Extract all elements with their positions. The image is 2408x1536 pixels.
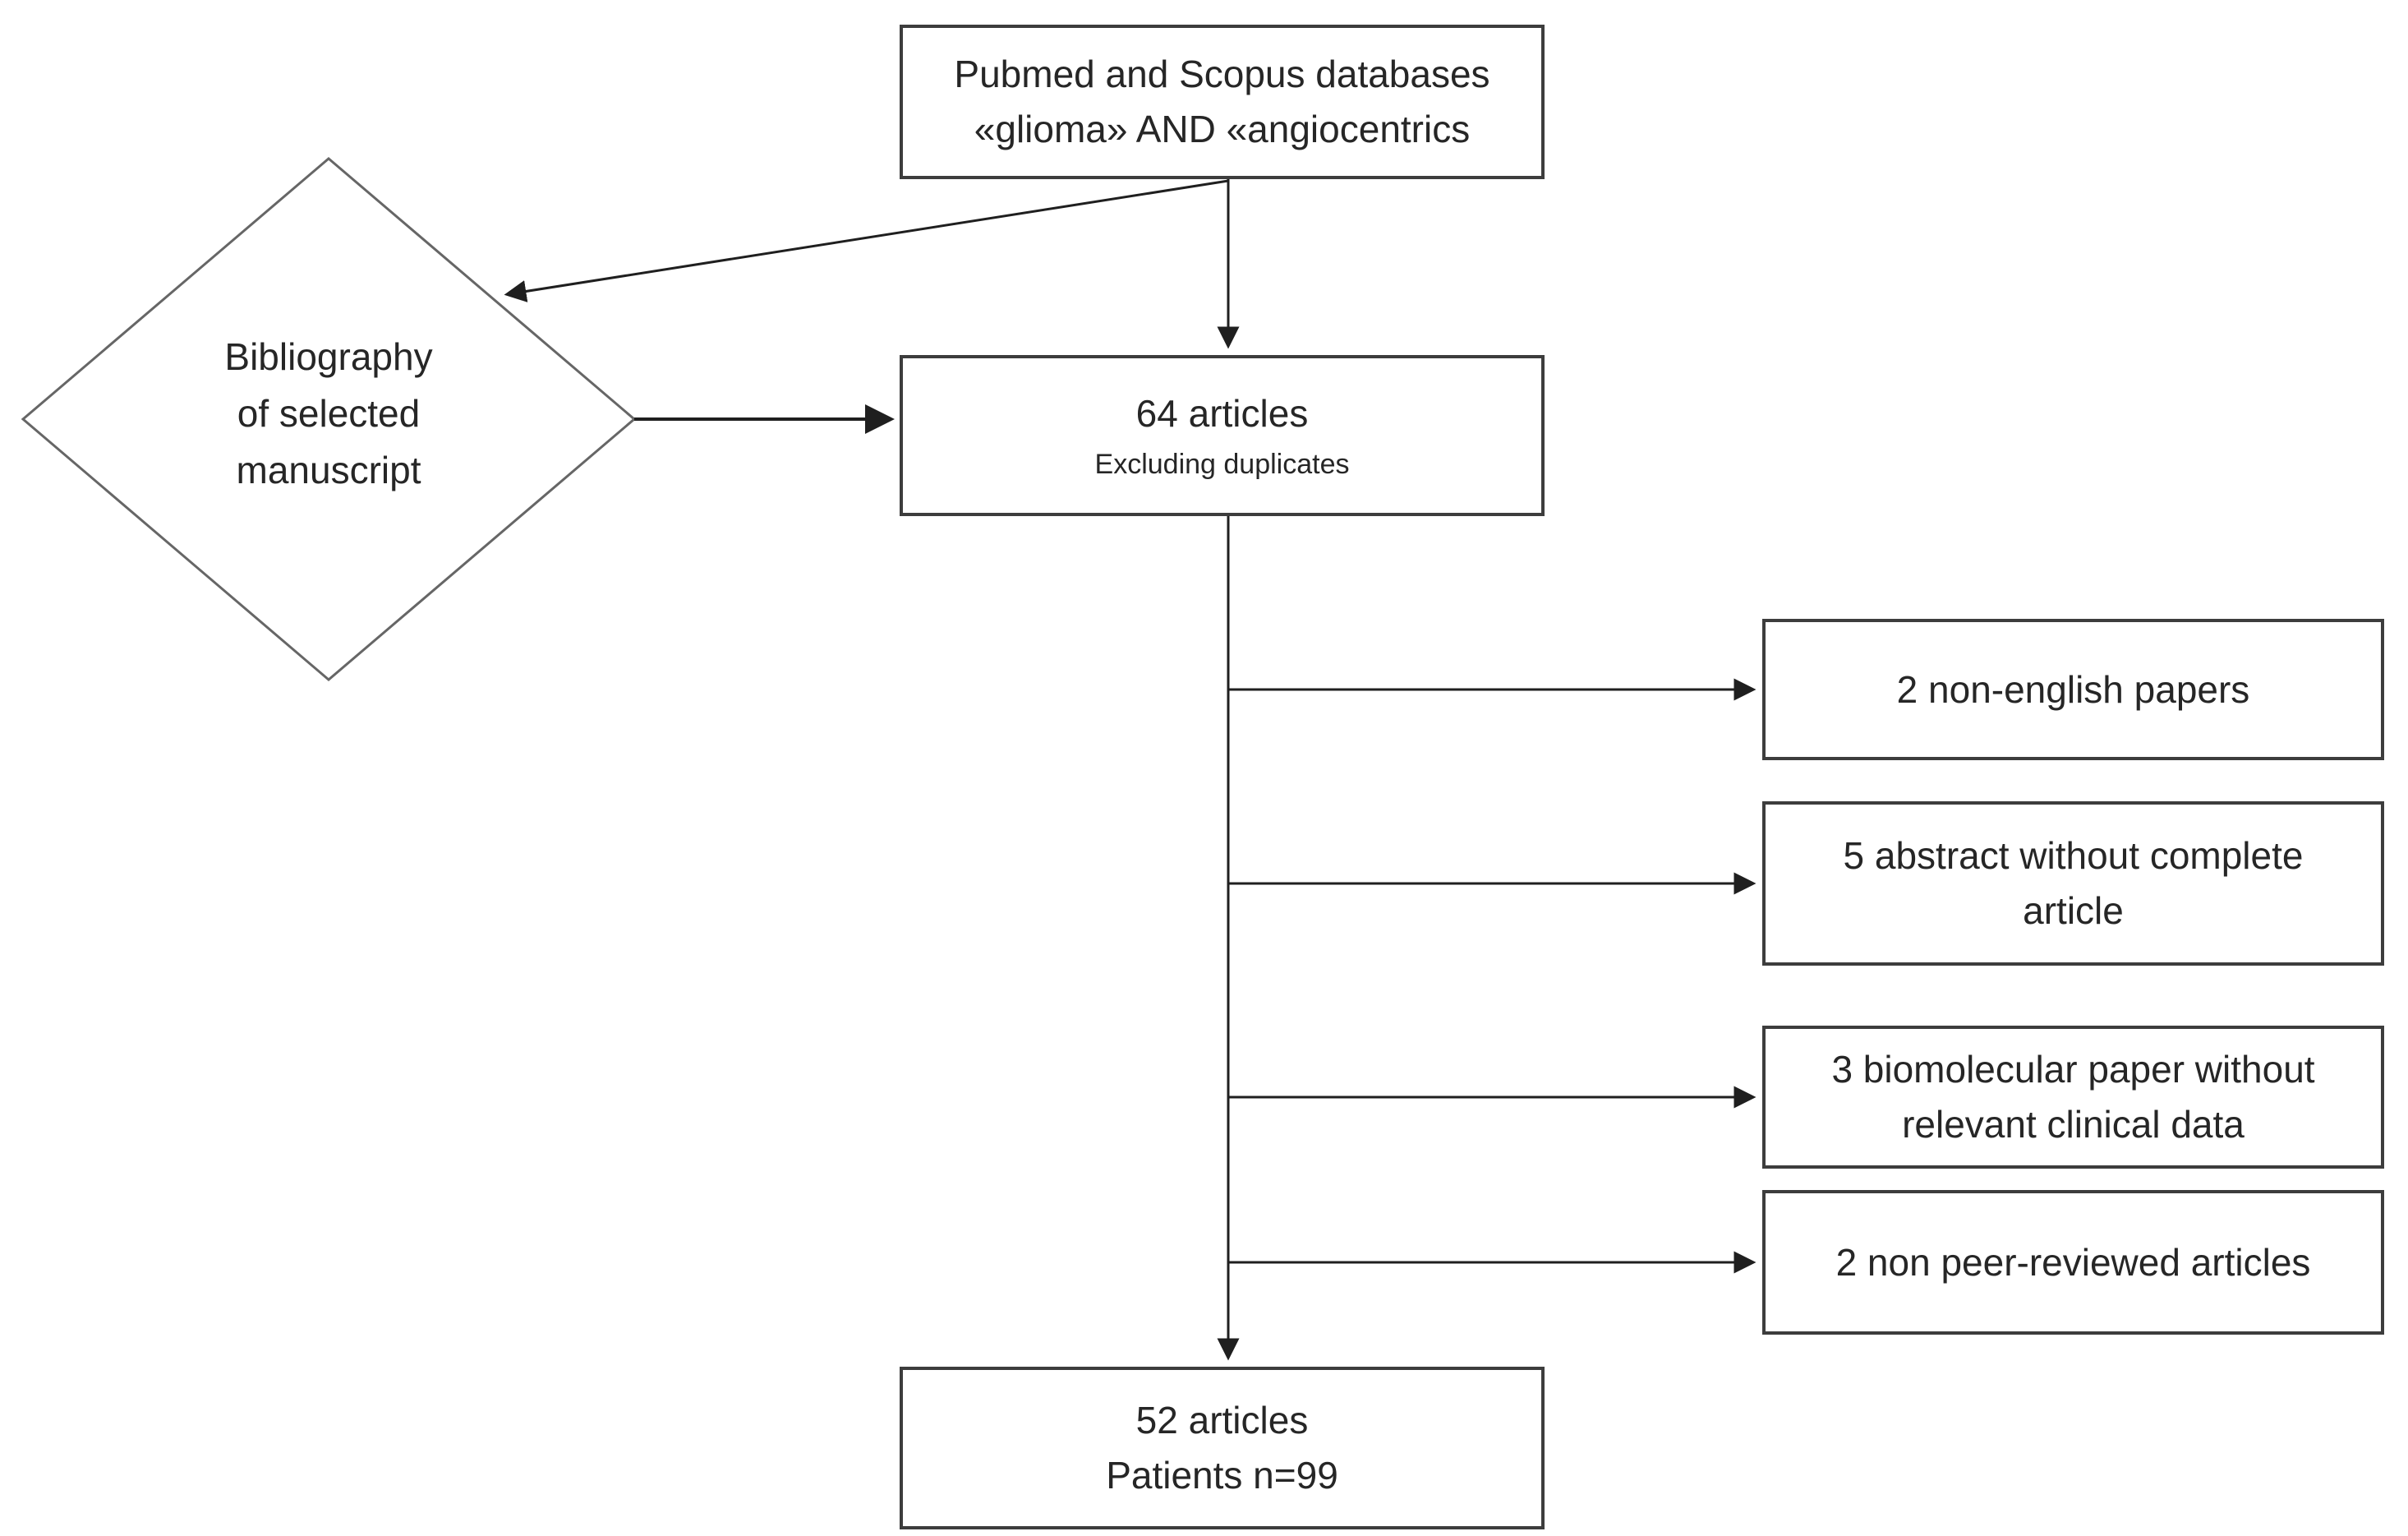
exclusion-label: 2 non-english papers xyxy=(1896,667,2250,711)
articles-52-line1: 52 articles xyxy=(1135,1399,1309,1442)
exclusion-label: 3 biomolecular paper without relevant cl… xyxy=(1831,1048,2315,1146)
source-databases-line2: «glioma» AND «angiocentrics xyxy=(974,108,1471,150)
exclusion-box-non-english: 2 non-english papers xyxy=(1762,619,2384,760)
exclusion-box-abstract-only: 5 abstract without complete article xyxy=(1762,801,2384,966)
source-databases-box: Pubmed and Scopus databases «glioma» AND… xyxy=(900,25,1545,179)
bibliography-line1: Bibliography xyxy=(224,335,433,378)
bibliography-line2: of selected xyxy=(237,392,421,435)
arrow-source-to-diamond xyxy=(504,179,1229,302)
exclusion-label: 2 non peer-reviewed articles xyxy=(1835,1240,2311,1284)
exclusion-label: 5 abstract without complete article xyxy=(1843,834,2304,932)
articles-64-title: 64 articles xyxy=(1135,392,1309,435)
articles-52-line2: Patients n=99 xyxy=(1106,1454,1338,1497)
source-databases-line1: Pubmed and Scopus databases xyxy=(954,53,1490,96)
articles-64-box: 64 articles Excluding duplicates xyxy=(900,355,1545,516)
bibliography-diamond-label: Bibliography of selected manuscript xyxy=(99,329,559,499)
exclusion-box-non-peer-reviewed: 2 non peer-reviewed articles xyxy=(1762,1190,2384,1335)
exclusion-box-biomolecular: 3 biomolecular paper without relevant cl… xyxy=(1762,1026,2384,1169)
bibliography-line3: manuscript xyxy=(236,449,421,491)
articles-64-subtitle: Excluding duplicates xyxy=(1094,448,1350,480)
articles-52-box: 52 articles Patients n=99 xyxy=(900,1367,1545,1529)
